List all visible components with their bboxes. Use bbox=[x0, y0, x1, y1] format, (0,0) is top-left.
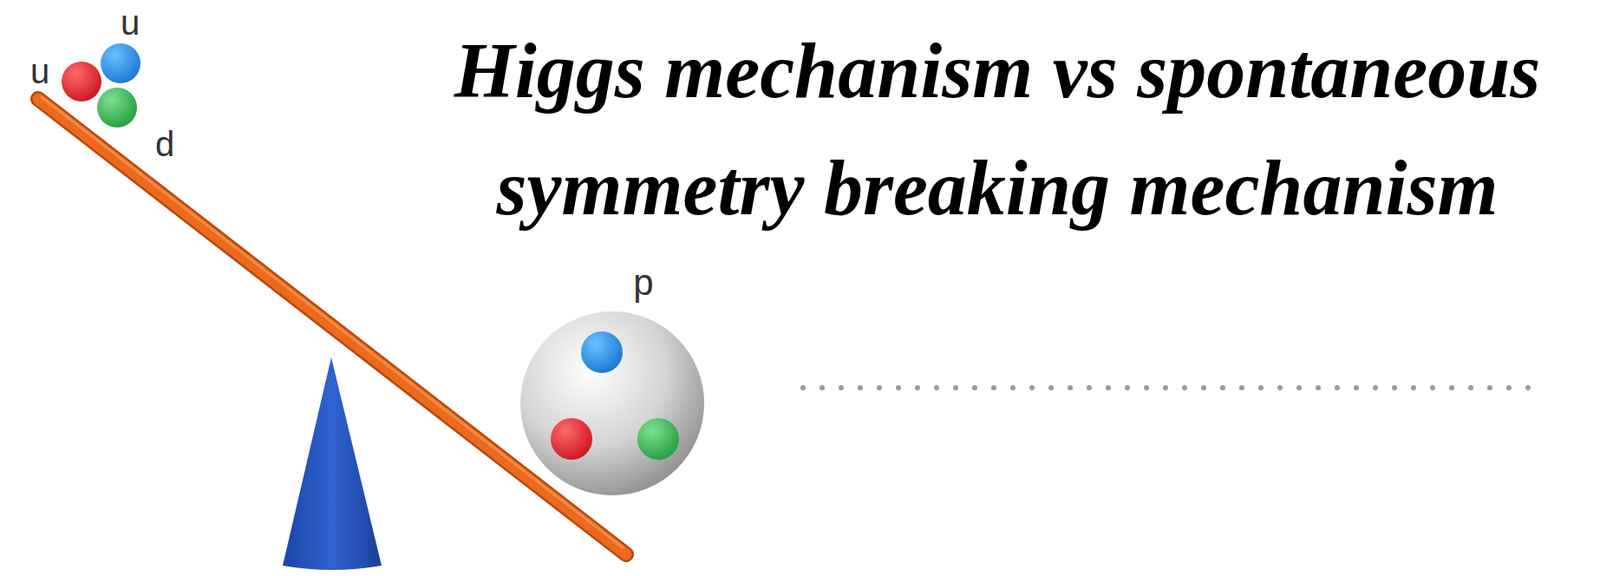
quark-label: d bbox=[155, 126, 175, 162]
quark-ball bbox=[100, 43, 141, 84]
fulcrum-cone bbox=[282, 357, 382, 570]
quark-dot bbox=[550, 417, 593, 460]
quark-ball bbox=[97, 87, 138, 128]
quark-label: u bbox=[30, 53, 50, 89]
dotted-line bbox=[803, 385, 1547, 391]
quark-label: u bbox=[120, 5, 140, 40]
quark-dot bbox=[581, 331, 623, 373]
quark-ball bbox=[61, 61, 102, 102]
proton-sphere bbox=[520, 311, 705, 496]
title: Higgs mechanism vs spontaneous symmetry … bbox=[407, 12, 1587, 247]
particle-label: p bbox=[633, 264, 654, 301]
quark-dot bbox=[637, 417, 680, 460]
